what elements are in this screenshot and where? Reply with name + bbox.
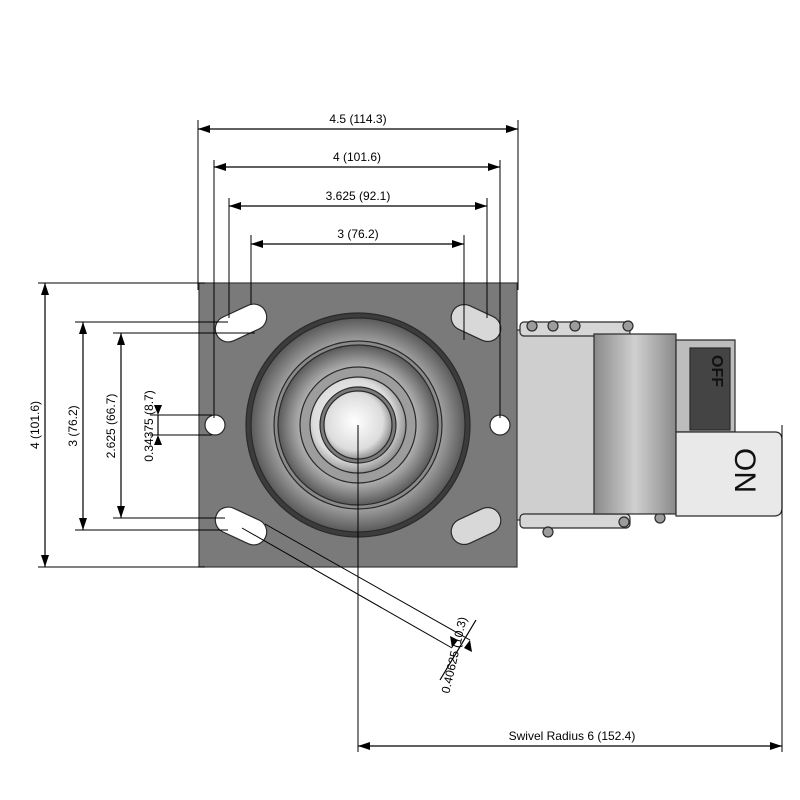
slot-bottom-right [450,506,502,546]
caster-graphic: OFF ON [198,282,783,568]
label-plate-width: 4.5 (114.3) [329,112,386,126]
label-bolt-v-inner: 2.625 (66.7) [104,394,118,459]
label-bolt-inner: 3 (76.2) [337,227,378,241]
dim-bolt-outer [214,163,500,171]
slot-top-left [214,303,268,343]
brake-on-label: ON [728,448,761,493]
dim-bolt-inner [251,240,464,248]
brake-off-label: OFF [708,355,725,387]
dim-plate-height [41,283,49,567]
label-plate-height: 4 (101.6) [28,401,42,449]
dim-plate-width [198,125,518,133]
label-bolt-v-outer: 3 (76.2) [66,405,80,446]
dim-swivel-radius [357,425,783,752]
label-hole-dia: 0.34375 (8.7) [142,390,156,461]
dim-bolt-v-outer [79,322,87,530]
dim-hole-dia [154,405,162,445]
brake-assembly: OFF ON [514,320,783,538]
dimension-lines [38,120,783,752]
dim-bolt-mid [229,202,487,210]
label-bolt-mid: 3.625 (92.1) [326,189,391,203]
slot-bottom-left [214,506,268,546]
dim-slot-width [241,523,477,681]
hole-left [204,414,226,436]
label-slot-width: 0.40625 (10.3) [439,615,470,694]
mounting-holes [204,303,511,546]
dim-bolt-v-inner [117,333,125,518]
label-bolt-outer: 4 (101.6) [333,150,381,164]
label-swivel-radius: Swivel Radius 6 (152.4) [509,729,636,743]
